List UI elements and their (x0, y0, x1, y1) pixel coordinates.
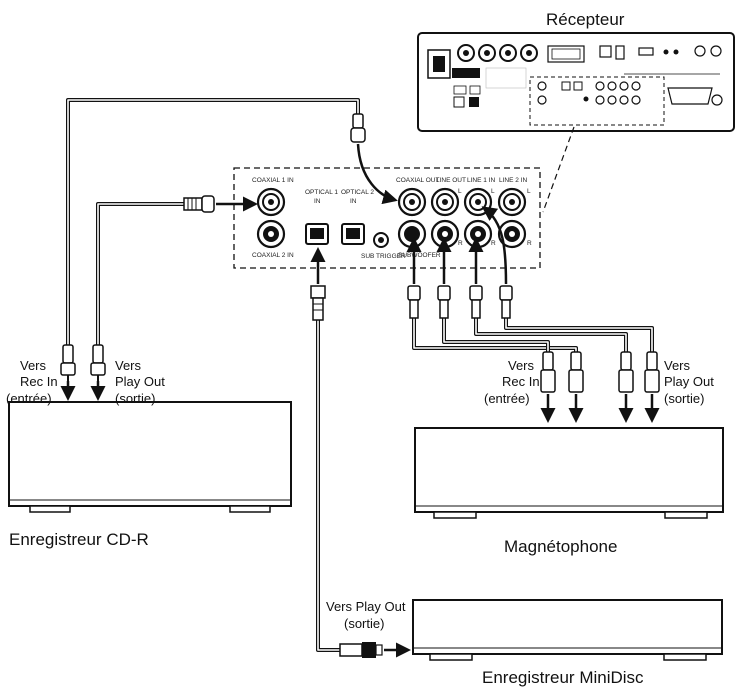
label-optical-2-in: IN (350, 198, 357, 205)
plug-tape-1 (407, 285, 421, 319)
tape-rec-line2: Rec In (502, 374, 540, 389)
label-line-1-in: LINE 1 IN (467, 177, 495, 184)
label-line-out-l: L (458, 188, 462, 195)
tape-rec-line3: (entrée) (484, 391, 530, 406)
label-optical-2: OPTICAL 2 (341, 189, 374, 196)
arrow-coaxial-out (356, 143, 398, 205)
label-coaxial-out: COAXIAL OUT (396, 177, 439, 184)
arrow-tape-4 (481, 206, 508, 285)
plug-tape-deck-2 (568, 351, 584, 393)
cdr-recorder-label: Enregistreur CD-R (9, 530, 149, 549)
label-line-out-r: R (458, 240, 463, 247)
tape-play-line1: Vers (664, 358, 691, 373)
cdr-recorder-box (8, 401, 292, 513)
plug-tape-deck-4 (644, 351, 660, 393)
label-coaxial-1-in: COAXIAL 1 IN (252, 177, 294, 184)
cdr-play-line1: Vers (115, 358, 142, 373)
label-line-1-l: L (491, 188, 495, 195)
label-subwoofer: SUBWOOFER (398, 252, 441, 259)
tape-rec-line1: Vers (508, 358, 535, 373)
cdr-play-line3: (sortie) (115, 391, 155, 406)
tape-deck-box (414, 427, 724, 519)
tape-deck-label: Magnétophone (504, 537, 617, 556)
label-line-out: LINE OUT (436, 177, 466, 184)
plug-coaxial-1 (183, 195, 215, 213)
plug-optical (310, 285, 326, 321)
plug-coaxial-out (350, 113, 366, 143)
cdr-play-line2: Play Out (115, 374, 165, 389)
cdr-rec-line1: Vers (20, 358, 47, 373)
receiver-title: Récepteur (546, 10, 625, 29)
minidisc-recorder-box (412, 599, 723, 661)
cdr-rec-line3: (entrée) (6, 391, 52, 406)
plug-tape-2 (437, 285, 451, 319)
label-optical-1: OPTICAL 1 (305, 189, 338, 196)
plugs (60, 113, 660, 658)
label-optical-1-in: IN (314, 198, 321, 205)
minidisc-play-line2: (sortie) (344, 616, 384, 631)
label-line-2-in: LINE 2 IN (499, 177, 527, 184)
minidisc-recorder-label: Enregistreur MiniDisc (482, 668, 644, 687)
cdr-rec-line2: Rec In (20, 374, 58, 389)
label-coaxial-2-in: COAXIAL 2 IN (252, 252, 294, 259)
zoom-pointer-line (542, 126, 575, 213)
plug-tape-4 (499, 285, 513, 319)
plug-cdr-play (90, 344, 106, 381)
label-line-2-l: L (527, 188, 531, 195)
minidisc-play-line1: Vers Play Out (326, 599, 406, 614)
receiver-rear-panel (417, 32, 735, 132)
label-line-1-r: R (491, 240, 496, 247)
plug-tape-3 (469, 285, 483, 319)
tape-play-line2: Play Out (664, 374, 714, 389)
plug-minidisc (339, 642, 383, 658)
plug-tape-deck-1 (540, 351, 556, 393)
label-sub-trigger: SUB TRIGGER (361, 253, 406, 260)
tape-play-line3: (sortie) (664, 391, 704, 406)
label-line-2-r: R (527, 240, 532, 247)
cable-cdr-play-out (96, 202, 188, 347)
plug-tape-deck-3 (618, 351, 634, 393)
plug-cdr-rec (60, 344, 76, 381)
